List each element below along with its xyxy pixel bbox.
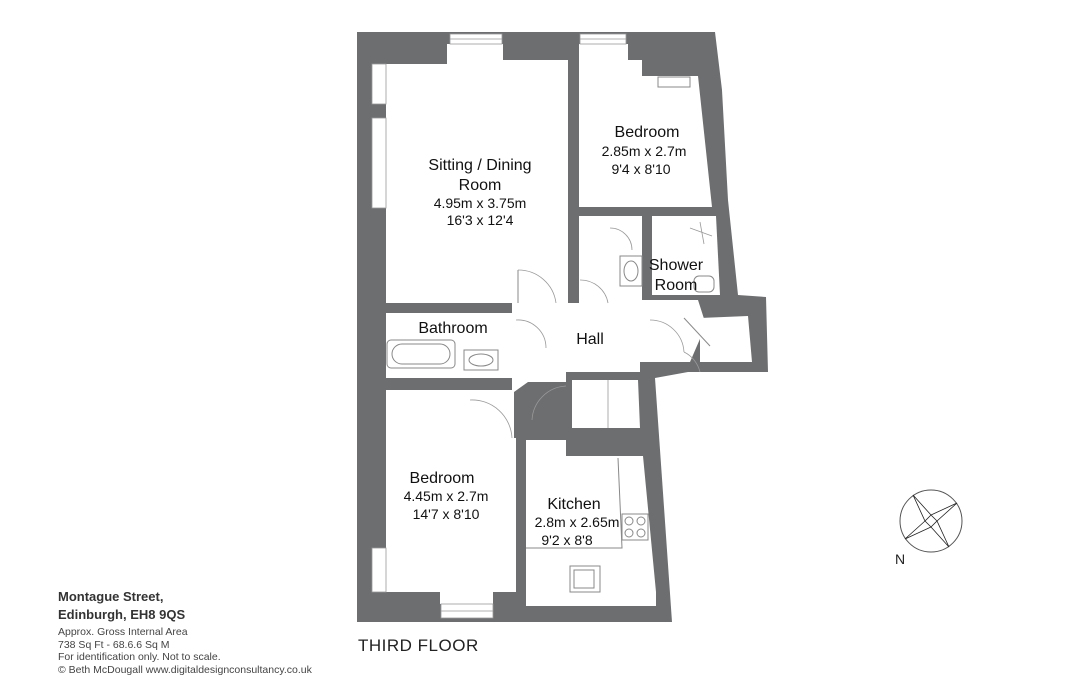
sitting-room-name-line2: Room bbox=[459, 177, 502, 194]
compass-rose bbox=[899, 489, 963, 553]
kitchen-floor bbox=[526, 440, 656, 606]
bedroom-2-metric: 4.45m x 2.7m bbox=[404, 488, 489, 504]
kitchen-metric: 2.8m x 2.65m bbox=[535, 514, 620, 530]
hall-floor bbox=[386, 216, 706, 438]
side-cupboard-floor bbox=[700, 316, 752, 362]
hall-name: Hall bbox=[576, 331, 604, 348]
area-value: 738 Sq Ft - 68.6.6 Sq M bbox=[58, 638, 170, 651]
sitting-room-floor bbox=[386, 44, 568, 303]
address-line2: Edinburgh, EH8 9QS bbox=[58, 607, 186, 622]
bathroom-name: Bathroom bbox=[418, 320, 487, 337]
bathroom-floor bbox=[386, 313, 512, 370]
sitting-room-metric: 4.95m x 3.75m bbox=[434, 195, 527, 211]
bedroom-2-floor bbox=[386, 390, 516, 604]
area-label: Approx. Gross Internal Area bbox=[58, 626, 188, 638]
doors bbox=[469, 227, 711, 439]
copyright: © Beth McDougall www.digitaldesignconsul… bbox=[58, 663, 312, 676]
kitchen-name: Kitchen bbox=[547, 496, 600, 513]
bedroom-2-name: Bedroom bbox=[410, 470, 475, 487]
cupboard-floor bbox=[572, 380, 640, 428]
info-block: Approx. Gross Internal Area 738 Sq Ft - … bbox=[58, 626, 312, 676]
sitting-room-imperial: 16'3 x 12'4 bbox=[447, 212, 514, 228]
bedroom-1-floor bbox=[579, 44, 712, 207]
bedroom-1-metric: 2.85m x 2.7m bbox=[602, 143, 687, 159]
sitting-room-name-line1: Sitting / Dining bbox=[428, 157, 531, 174]
disclaimer: For identification only. Not to scale. bbox=[58, 651, 221, 663]
bedroom-1-name: Bedroom bbox=[615, 124, 680, 141]
fixtures bbox=[386, 76, 715, 593]
shower-room-name-line1: Shower bbox=[649, 257, 704, 274]
windows bbox=[371, 33, 627, 619]
compass-north-label: N bbox=[895, 551, 906, 567]
address-block: Montague Street, Edinburgh, EH8 9QS bbox=[58, 588, 185, 624]
shower-room-name-line2: Room bbox=[655, 277, 698, 294]
bedroom-1-imperial: 9'4 x 8'10 bbox=[611, 161, 670, 177]
kitchen-imperial: 9'2 x 8'8 bbox=[541, 532, 592, 548]
shower-room-floor bbox=[652, 216, 720, 295]
address-line1: Montague Street, bbox=[58, 589, 164, 604]
floor-label: THIRD FLOOR bbox=[358, 636, 479, 655]
bedroom-2-imperial: 14'7 x 8'10 bbox=[413, 506, 480, 522]
